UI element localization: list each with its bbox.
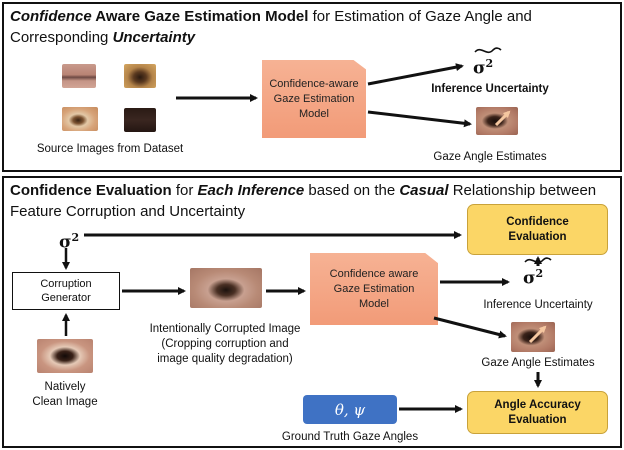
top-uncertainty-label: Inference Uncertainty (431, 83, 549, 95)
title-uncertainty: Uncertainty (112, 29, 196, 46)
bottom-gaze-label: Gaze Angle Estimates (481, 357, 595, 369)
source-eye-image-closed (62, 64, 96, 88)
source-eye-image-dark (124, 108, 156, 132)
top-model-line1: Confidence-aware (269, 77, 359, 90)
bottom-uncertainty-label: Inference Uncertainty (483, 299, 593, 311)
clean-line2: Clean Image (32, 396, 98, 408)
top-model-box: Confidence-aware Gaze Estimation Model (262, 60, 366, 138)
corrupted-line3: image quality degradation) (157, 353, 293, 365)
top-gaze-label: Gaze Angle Estimates (433, 151, 547, 163)
title-each-inference: Each Inference (197, 182, 305, 199)
top-sigma-char: σ (473, 58, 486, 79)
bottom-sigma-input: σ2 (59, 228, 79, 253)
title-casual: Casual (399, 182, 449, 199)
accuracy-line1: Angle Accuracy (494, 398, 581, 411)
bottom-panel-title-line2: Feature Corruption and Uncertainty (10, 203, 246, 220)
corruption-line1: Corruption (40, 278, 92, 290)
source-images-label: Source Images from Dataset (36, 143, 184, 155)
title-rest: for Estimation of Gaze Angle and (308, 8, 532, 25)
bottom-sigma-exp: 2 (71, 231, 80, 244)
corrupted-line1: Intentionally Corrupted Image (149, 323, 301, 335)
bottom-gaze-eye-image (511, 322, 555, 352)
corruption-generator-box: Corruption Generator (12, 272, 120, 310)
top-sigma-exp: 2 (485, 57, 494, 70)
confidence-eval-line1: Confidence (506, 215, 569, 228)
top-model-line3: Model (299, 107, 329, 120)
confidence-eval-line2: Evaluation (508, 230, 567, 243)
top-panel-title-line1: Confidence Aware Gaze Estimation Model f… (10, 6, 532, 27)
title-aware: Aware (91, 8, 145, 25)
corruption-line2: Generator (41, 292, 91, 304)
bottom-model-line3: Model (359, 297, 389, 310)
source-eye-image-open (62, 107, 98, 131)
angle-accuracy-box: Angle Accuracy Evaluation (467, 391, 608, 434)
bottom-sigma-out-char: σ (523, 268, 536, 289)
top-gaze-eye-image (476, 107, 518, 135)
bottom-sigma-out-exp: 2 (535, 267, 544, 280)
top-panel-title-line2: Corresponding Uncertainty (10, 27, 195, 48)
bottom-model-box: Confidence aware Gaze Estimation Model (310, 253, 438, 325)
title-confidence: Confidence (10, 8, 92, 25)
title-model: Gaze Estimation Model (144, 8, 309, 25)
clean-line1: Natively (44, 381, 86, 393)
bottom-sigma-output: σ2 (523, 264, 543, 289)
ground-truth-label: Ground Truth Gaze Angles (281, 431, 419, 443)
title-relationship: Relationship between (448, 182, 597, 199)
title-based-on: based on the (304, 182, 400, 199)
source-eye-image-dim (124, 64, 156, 88)
confidence-evaluation-box: Confidence Evaluation (467, 204, 608, 255)
top-sigma-symbol: σ2 (473, 54, 493, 79)
bottom-model-line2: Gaze Estimation (333, 282, 415, 295)
bottom-model-line1: Confidence aware (329, 267, 419, 280)
top-model-line2: Gaze Estimation (273, 92, 355, 105)
corrupted-line2: (Cropping corruption and (161, 338, 289, 350)
title-corresponding: Corresponding (10, 29, 113, 46)
accuracy-line2: Evaluation (508, 413, 567, 426)
title-confidence-evaluation: Confidence Evaluation (10, 182, 172, 199)
bottom-panel-title-line1: Confidence Evaluation for Each Inference… (10, 180, 596, 201)
clean-image-label: Natively Clean Image (15, 380, 115, 410)
title-for: for (171, 182, 198, 199)
corrupted-eye-image (190, 268, 262, 308)
clean-eye-image (37, 339, 93, 373)
bottom-sigma-char: σ (59, 232, 72, 253)
corrupted-image-label: Intentionally Corrupted Image (Cropping … (130, 322, 320, 367)
ground-truth-angles-box: θ, ψ (303, 395, 397, 424)
